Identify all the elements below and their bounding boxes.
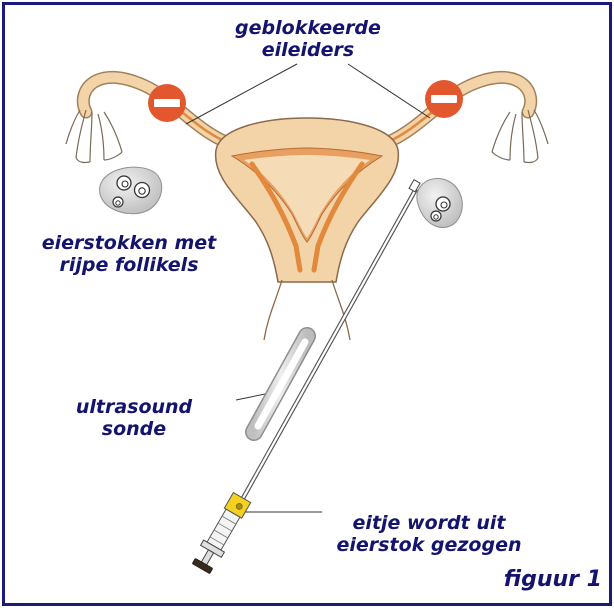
ovary-icon-left <box>100 167 162 214</box>
fimbriae-right <box>492 110 548 163</box>
figure-caption: figuur 1 <box>462 568 602 592</box>
uterus <box>216 118 399 340</box>
ultrasound-probe-icon <box>254 336 307 432</box>
no-entry-sign-icon-left <box>148 84 186 122</box>
ovary-icon-right <box>417 178 463 227</box>
probe-label: ultrasound sonde <box>54 396 214 440</box>
blocked-tubes-label: geblokkeerde eileiders <box>228 17 388 61</box>
no-entry-sign-icon-right <box>425 80 463 118</box>
egg-retrieval-label: eitje wordt uit eierstok gezogen <box>324 512 534 556</box>
fimbriae-left <box>66 110 122 163</box>
ovaries-label: eierstokken met rijpe follikels <box>24 232 234 276</box>
